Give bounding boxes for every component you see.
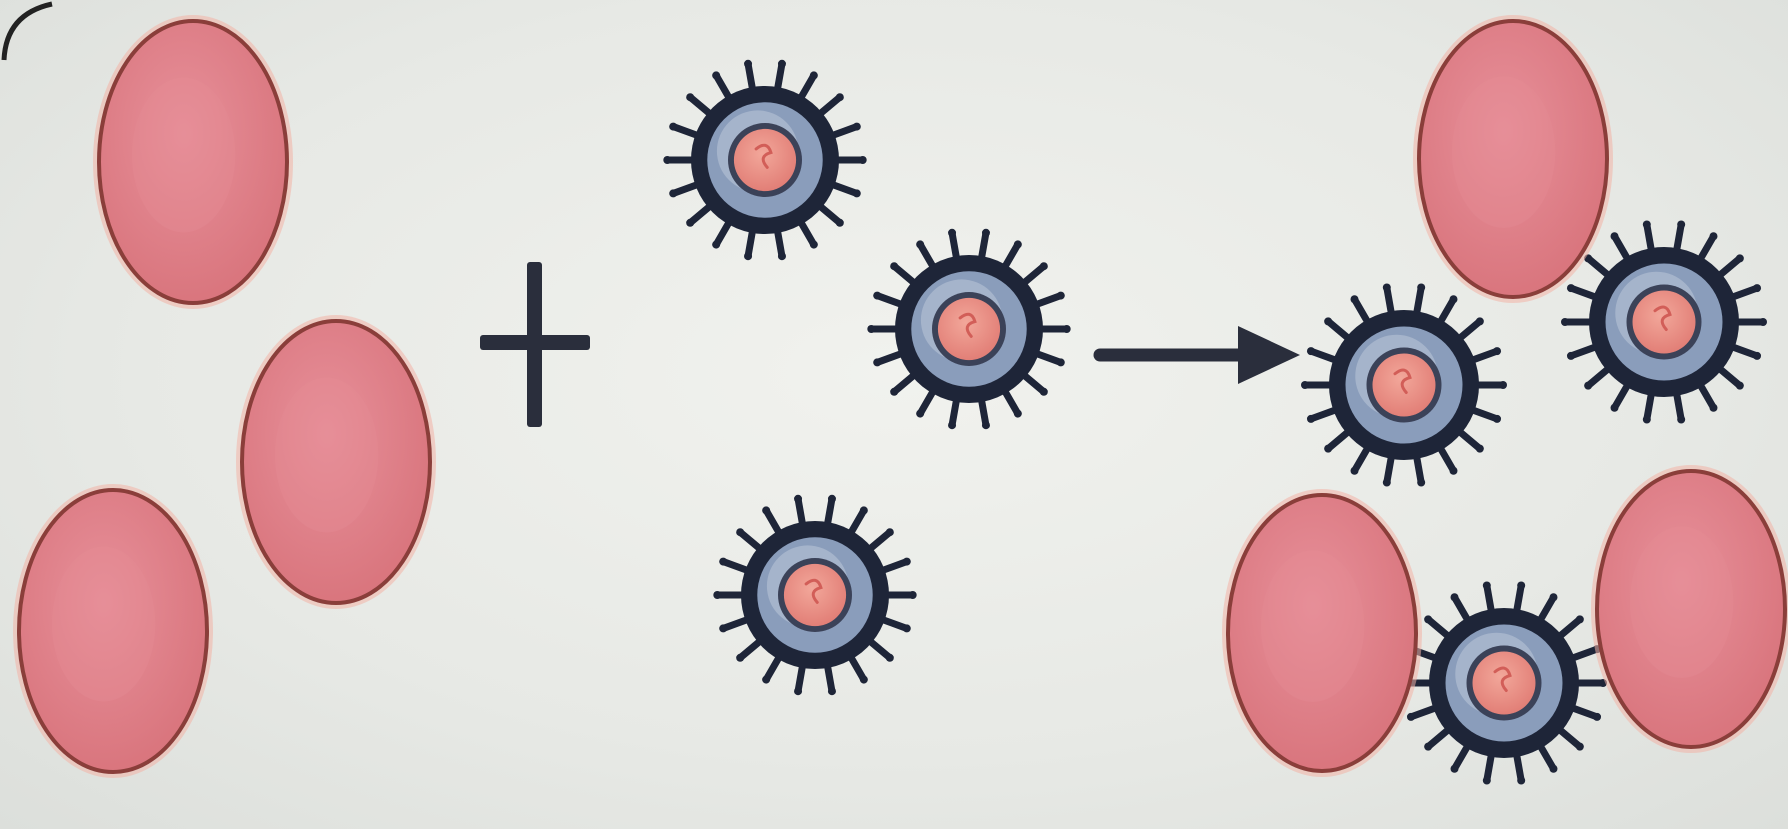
red-blood-cell-icon <box>236 315 436 609</box>
reactant-red-cells <box>13 15 436 778</box>
spiked-cell-icon <box>663 60 866 260</box>
product-cell-cluster <box>1222 15 1788 784</box>
red-blood-cell-icon <box>93 15 293 309</box>
right-arrow-icon <box>1100 326 1300 384</box>
red-blood-cell-icon <box>1413 15 1613 303</box>
reactant-spiked-cells <box>663 60 1070 695</box>
red-blood-cell-icon <box>1591 465 1788 753</box>
spiked-cell-icon <box>1301 284 1507 487</box>
plus-icon <box>480 262 590 427</box>
frame-corner <box>4 4 52 60</box>
spiked-cell-icon <box>713 495 916 695</box>
red-blood-cell-icon <box>1222 489 1422 777</box>
spiked-cell-icon <box>1561 221 1767 424</box>
red-blood-cell-icon <box>13 484 213 778</box>
spiked-cell-icon <box>1401 582 1607 785</box>
spiked-cell-icon <box>867 229 1070 429</box>
